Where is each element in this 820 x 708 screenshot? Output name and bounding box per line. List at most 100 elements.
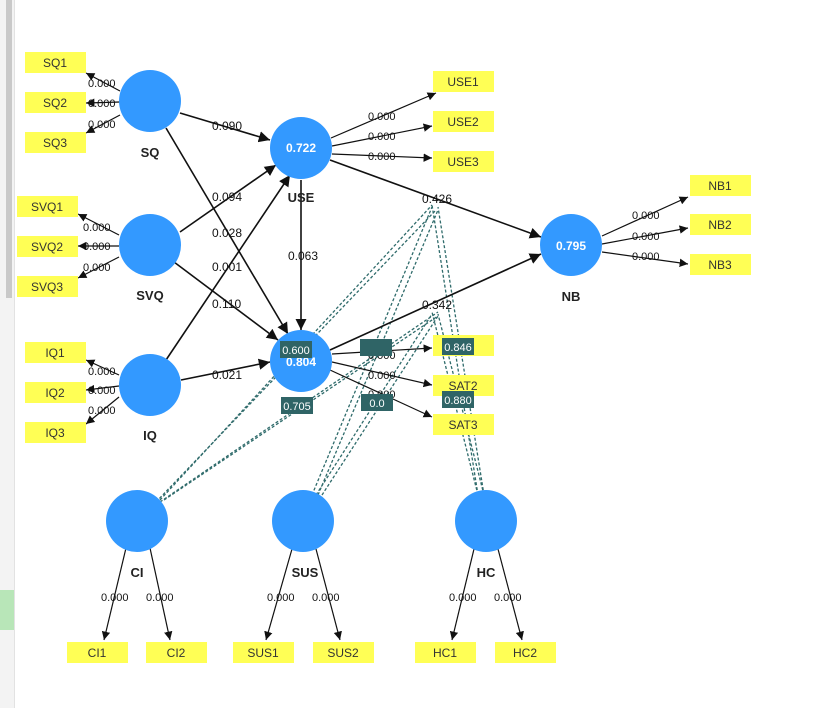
- loading-values: 0.000 0.000 0.000 0.000 0.000 0.000 0.00…: [83, 78, 660, 604]
- indicator-svq3[interactable]: SVQ3: [17, 276, 78, 297]
- indicator-sat2[interactable]: SAT2: [433, 375, 494, 396]
- latent-use[interactable]: [270, 117, 332, 179]
- svg-text:SUS1: SUS1: [247, 646, 279, 660]
- latent-name-ci: CI: [131, 565, 144, 580]
- indicator-use2[interactable]: USE2: [433, 111, 494, 132]
- path-coefficients: 0.090 0.094 0.028 0.001 0.110 0.021 0.06…: [212, 119, 452, 382]
- coef-iq-sat: 0.021: [212, 368, 242, 382]
- indicator-iq1[interactable]: IQ1: [25, 342, 86, 363]
- svg-text:SQ3: SQ3: [43, 136, 67, 150]
- overlay-labels: 0.600 0.705 0.846 0.880 0.0: [280, 338, 474, 414]
- svg-text:IQ2: IQ2: [45, 386, 65, 400]
- loading-nb1: 0.000: [632, 210, 660, 222]
- loading-iq3: 0.000: [88, 405, 116, 417]
- overlay-label-1: 0.600: [280, 341, 312, 358]
- latent-name-hc: HC: [477, 565, 496, 580]
- coef-sq-use: 0.090: [212, 119, 242, 133]
- svg-text:USE1: USE1: [447, 75, 479, 89]
- svg-text:SAT3: SAT3: [448, 418, 477, 432]
- indicator-nb3[interactable]: NB3: [690, 254, 751, 275]
- coef-use-nb: 0.426: [422, 192, 452, 206]
- indicator-nb1[interactable]: NB1: [690, 175, 751, 196]
- indicator-sq1[interactable]: SQ1: [25, 52, 86, 73]
- indicator-nb2[interactable]: NB2: [690, 214, 751, 235]
- loading-sq1: 0.000: [88, 78, 116, 90]
- svg-text:0.705: 0.705: [283, 401, 311, 413]
- svg-text:SVQ2: SVQ2: [31, 240, 63, 254]
- indicator-sat3[interactable]: SAT3: [433, 414, 494, 435]
- indicator-sq3[interactable]: SQ3: [25, 132, 86, 153]
- svg-text:SVQ3: SVQ3: [31, 280, 63, 294]
- overlay-label-4: 0.880: [442, 391, 474, 408]
- loading-svq1: 0.000: [83, 222, 111, 234]
- overlay-label-5: 0.0: [361, 394, 393, 411]
- indicator-iq2[interactable]: IQ2: [25, 382, 86, 403]
- loading-sus1: 0.000: [267, 592, 295, 604]
- r2-use: 0.722: [286, 141, 316, 155]
- loading-sat2: 0.000: [368, 370, 396, 382]
- loading-nb2: 0.000: [632, 231, 660, 243]
- latent-name-use: USE: [288, 190, 315, 205]
- indicator-use3[interactable]: USE3: [433, 151, 494, 172]
- latent-name-sq: SQ: [141, 145, 160, 160]
- loading-use3: 0.000: [368, 151, 396, 163]
- loading-iq2: 0.000: [88, 385, 116, 397]
- coef-use-sat: 0.063: [288, 249, 318, 263]
- svg-text:SUS2: SUS2: [327, 646, 359, 660]
- coef-sat-nb: 0.342: [422, 298, 452, 312]
- scrollbar-thumb[interactable]: [6, 0, 12, 298]
- svg-text:HC1: HC1: [433, 646, 457, 660]
- latent-nb[interactable]: [540, 214, 602, 276]
- svg-text:CI1: CI1: [88, 646, 107, 660]
- loading-arrows: [77, 72, 689, 641]
- coef-sq-sat: 0.028: [212, 226, 242, 240]
- latent-name-iq: IQ: [143, 428, 157, 443]
- loading-sq3: 0.000: [88, 119, 116, 131]
- loading-ci1: 0.000: [101, 592, 129, 604]
- indicator-use1[interactable]: USE1: [433, 71, 494, 92]
- indicator-ci2[interactable]: CI2: [146, 642, 207, 663]
- svg-text:NB3: NB3: [708, 258, 732, 272]
- svg-text:NB1: NB1: [708, 179, 732, 193]
- latent-name-sus: SUS: [292, 565, 319, 580]
- svg-text:SVQ1: SVQ1: [31, 200, 63, 214]
- svg-text:0.846: 0.846: [444, 342, 472, 354]
- indicator-sus1[interactable]: SUS1: [233, 642, 294, 663]
- latent-ci[interactable]: [106, 490, 168, 552]
- loading-ci2: 0.000: [146, 592, 174, 604]
- coef-svq-use: 0.094: [212, 190, 242, 204]
- loading-use2: 0.000: [368, 131, 396, 143]
- loading-iq1: 0.000: [88, 366, 116, 378]
- indicator-sus2[interactable]: SUS2: [313, 642, 374, 663]
- latent-sus[interactable]: [272, 490, 334, 552]
- latent-iq[interactable]: [119, 354, 181, 416]
- indicator-hc2[interactable]: HC2: [495, 642, 556, 663]
- r2-nb: 0.795: [556, 239, 586, 253]
- overlay-label-6: [360, 339, 392, 356]
- svg-text:CI2: CI2: [167, 646, 186, 660]
- loading-sq2: 0.000: [88, 98, 116, 110]
- overlay-label-2: 0.705: [281, 397, 313, 414]
- svg-text:SQ1: SQ1: [43, 56, 67, 70]
- indicator-svq1[interactable]: SVQ1: [17, 196, 78, 217]
- indicator-iq3[interactable]: IQ3: [25, 422, 86, 443]
- indicator-hc1[interactable]: HC1: [415, 642, 476, 663]
- svg-text:NB2: NB2: [708, 218, 732, 232]
- latent-hc[interactable]: [455, 490, 517, 552]
- loading-use1: 0.000: [368, 111, 396, 123]
- indicator-sq2[interactable]: SQ2: [25, 92, 86, 113]
- indicator-boxes: SQ1 SQ2 SQ3 SVQ1 SVQ2 SVQ3 IQ1 IQ2 IQ3 U…: [17, 52, 751, 663]
- indicator-svq2[interactable]: SVQ2: [17, 236, 78, 257]
- svg-text:USE2: USE2: [447, 115, 479, 129]
- latent-sq[interactable]: [119, 70, 181, 132]
- side-tab[interactable]: [0, 590, 14, 630]
- r2-sat: 0.804: [286, 355, 316, 369]
- indicator-ci1[interactable]: CI1: [67, 642, 128, 663]
- loading-hc2: 0.000: [494, 592, 522, 604]
- loading-hc1: 0.000: [449, 592, 477, 604]
- svg-text:IQ3: IQ3: [45, 426, 65, 440]
- latent-svq[interactable]: [119, 214, 181, 276]
- svg-text:HC2: HC2: [513, 646, 537, 660]
- loading-nb3: 0.000: [632, 251, 660, 263]
